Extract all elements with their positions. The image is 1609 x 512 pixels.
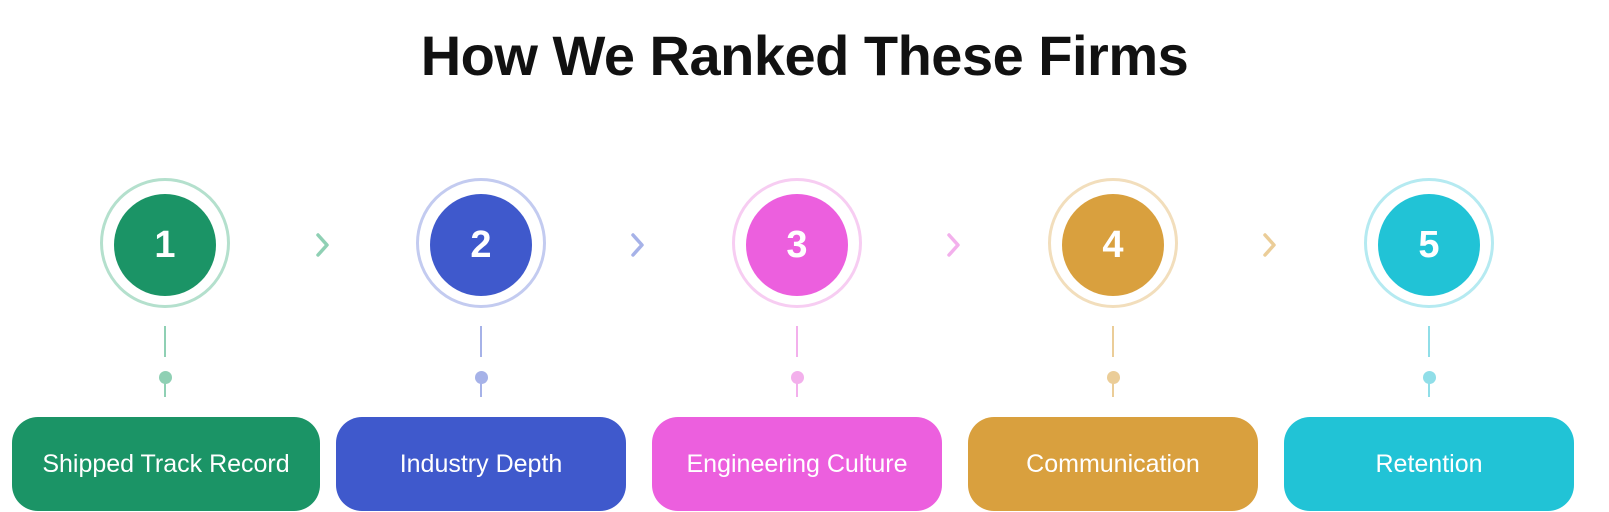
- step-label: Communication: [968, 417, 1258, 511]
- step-connector-line: [164, 383, 166, 397]
- chevron-right-icon: [1263, 233, 1276, 257]
- step-connector-line: [1428, 383, 1430, 397]
- step-label: Retention: [1284, 417, 1574, 511]
- step-connector-line: [1112, 383, 1114, 397]
- step-connector-line: [1112, 326, 1114, 357]
- step-label: Shipped Track Record: [12, 417, 320, 511]
- step-label: Engineering Culture: [652, 417, 942, 511]
- step-connector-dot: [1106, 371, 1120, 384]
- step-label: Industry Depth: [336, 417, 626, 511]
- step-connector-line: [164, 326, 166, 357]
- step-connector-line: [480, 326, 482, 357]
- step-number-badge: 3: [746, 194, 848, 296]
- step-connector-dot: [790, 371, 804, 384]
- chevron-right-icon: [631, 233, 644, 257]
- chevron-right-icon: [947, 233, 960, 257]
- step-connector-line: [1428, 326, 1430, 357]
- step-connector-line: [796, 326, 798, 357]
- step-connector-line: [480, 383, 482, 397]
- step-number-badge: 2: [430, 194, 532, 296]
- chevron-right-icon: [316, 233, 329, 257]
- step-number-badge: 5: [1378, 194, 1480, 296]
- step-connector-dot: [474, 371, 488, 384]
- page-title: How We Ranked These Firms: [420, 24, 1189, 87]
- step-number-badge: 1: [114, 194, 216, 296]
- step-connector-dot: [158, 371, 172, 384]
- step-number-badge: 4: [1062, 194, 1164, 296]
- step-connector-dot: [1422, 371, 1436, 384]
- step-connector-line: [796, 383, 798, 397]
